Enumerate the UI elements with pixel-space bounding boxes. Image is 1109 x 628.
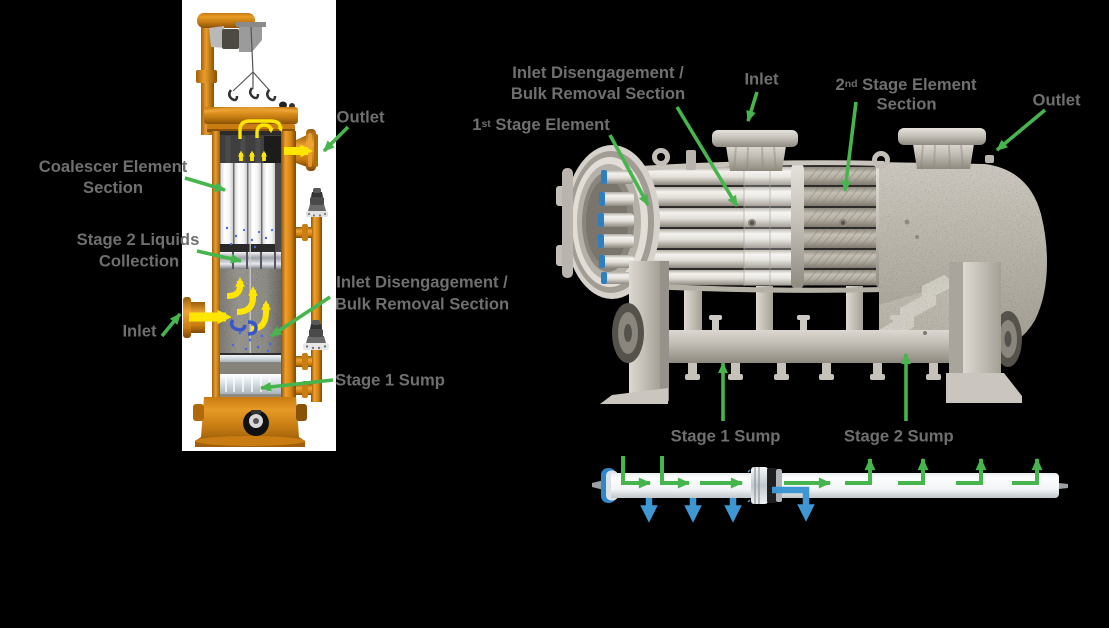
- svg-text:Coalescer Element: Coalescer Element: [39, 157, 188, 176]
- svg-text:Collection: Collection: [99, 252, 179, 271]
- svg-text:Section: Section: [877, 95, 937, 114]
- svg-text:2nd Stage Element: 2nd Stage Element: [835, 75, 976, 94]
- svg-text:Inlet Disengagement /: Inlet Disengagement /: [336, 273, 508, 292]
- svg-text:1st Stage Element: 1st Stage Element: [472, 115, 610, 134]
- svg-text:Stage 1 Sump: Stage 1 Sump: [671, 427, 781, 446]
- svg-text:Section: Section: [83, 178, 143, 197]
- svg-text:Bulk Removal Section: Bulk Removal Section: [335, 295, 509, 314]
- svg-text:Inlet Disengagement /: Inlet Disengagement /: [512, 63, 684, 82]
- svg-text:Bulk Removal Section: Bulk Removal Section: [511, 84, 685, 103]
- svg-text:Stage 2 Liquids: Stage 2 Liquids: [77, 230, 200, 249]
- svg-text:Stage 2 Sump: Stage 2 Sump: [844, 427, 954, 446]
- svg-text:Inlet: Inlet: [122, 322, 157, 341]
- svg-text:Inlet: Inlet: [744, 70, 779, 89]
- svg-text:Stage 1 Sump: Stage 1 Sump: [335, 371, 445, 390]
- svg-text:Outlet: Outlet: [1033, 91, 1081, 110]
- svg-text:Outlet: Outlet: [337, 108, 385, 127]
